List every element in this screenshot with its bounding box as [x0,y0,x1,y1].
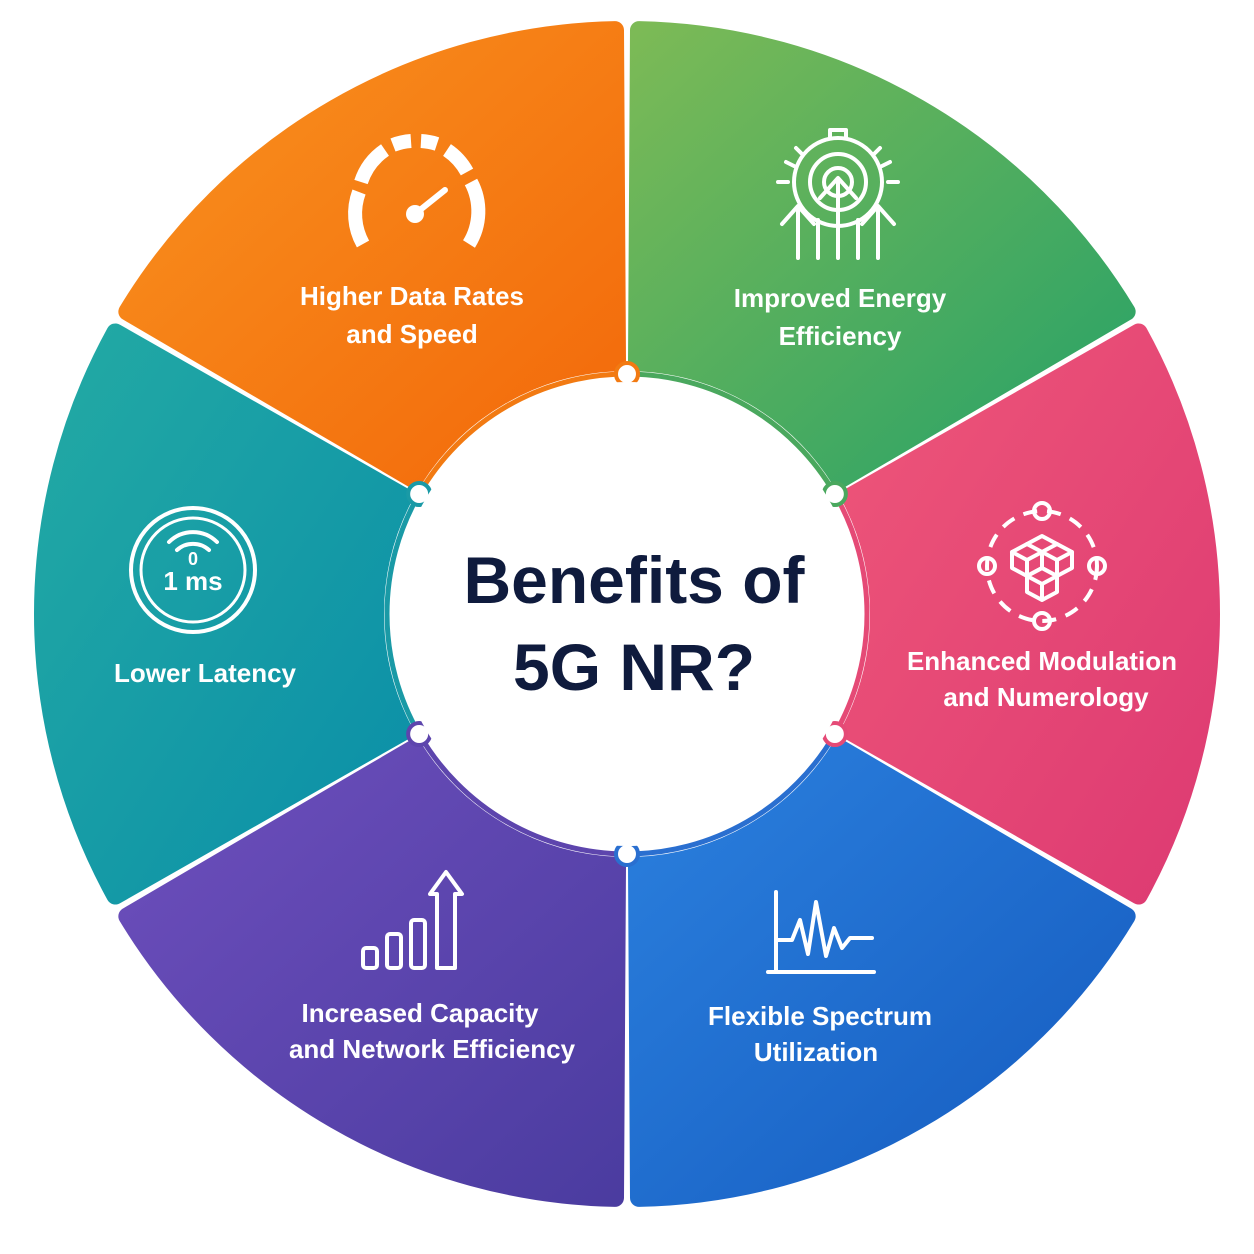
wedge-modulation-numerology [841,323,1220,905]
wedge-energy-efficiency [627,21,1136,489]
segment-energy-efficiency: Improved Energy Efficiency [734,128,947,351]
label-line2: Utilization [754,1037,878,1067]
segments-ring [34,21,1220,1207]
center-title-line2: 5G NR? [513,630,755,704]
label-line2: and Network Efficiency [289,1034,576,1064]
label-line1: Lower Latency [114,658,297,688]
ring-arc [626,371,838,496]
center-title-line1: Benefits of [463,543,805,617]
latency-icon-top: 0 [188,549,198,569]
center-disc [395,382,859,846]
label-line1: Enhanced Modulation [907,646,1177,676]
wedge-higher-data-rates [118,21,627,489]
segment-lower-latency: 0 1 ms Lower Latency [114,506,297,688]
waveform-icon [766,890,876,974]
ring-arc [416,371,628,496]
label-line1: Flexible Spectrum [708,1001,932,1031]
wedge-lower-latency [34,323,413,905]
cubes-icon [977,501,1107,631]
latency-icon-text: 1 ms [163,566,222,596]
label-line1: Increased Capacity [301,998,539,1028]
wedge-flexible-spectrum [627,739,1136,1207]
segment-capacity-efficiency: Increased Capacity and Network Efficienc… [289,870,576,1064]
segment-flexible-spectrum: Flexible Spectrum Utilization [708,890,932,1067]
ring-node [614,361,640,387]
label-line2: and Speed [346,319,477,349]
ring-node [614,841,640,867]
gear-arrows-icon [776,128,900,260]
wedge-capacity-efficiency [118,739,627,1207]
ring-arc [626,732,838,857]
speedometer-icon [348,134,486,248]
ring-arc [384,492,422,736]
ring-arc [416,732,628,857]
label-line1: Improved Energy [734,283,947,313]
label-line2: and Numerology [943,682,1149,712]
segment-higher-data-rates: Higher Data Rates and Speed [300,134,524,349]
segment-modulation-numerology: Enhanced Modulation and Numerology [907,501,1177,712]
label-line2: Efficiency [779,321,902,351]
latency-clock-icon: 0 1 ms [129,506,257,634]
ring-arc [832,492,870,736]
label-line1: Higher Data Rates [300,281,524,311]
bar-growth-icon [361,870,464,970]
